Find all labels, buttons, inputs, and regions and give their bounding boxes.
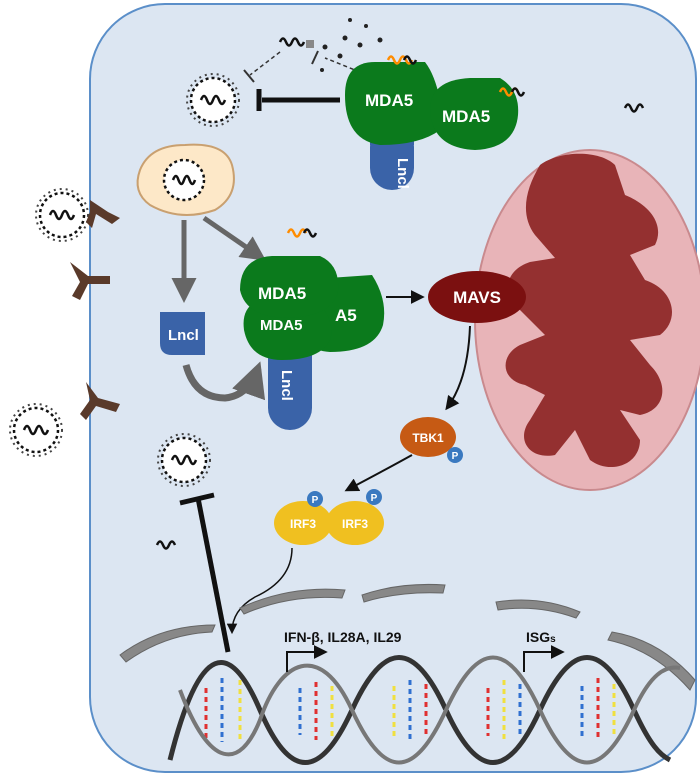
mda5-hidden-label: MDA5 [260, 317, 303, 334]
mavs-icon: MAVS [428, 271, 526, 323]
arrow-tbk1-irf3 [344, 454, 413, 492]
inhibit-virus-bottom [179, 492, 231, 653]
mda5-label: MDA5 [442, 107, 490, 126]
phospho-label: P [371, 493, 378, 504]
receptor-icon [80, 382, 120, 420]
inhibit-virus-top [256, 89, 340, 111]
virus-icon [186, 73, 240, 127]
lncl-icon: Lncl [160, 312, 205, 355]
dna-helix-icon [167, 655, 681, 765]
rna-icon [278, 37, 314, 48]
lncl-label: Lncl [394, 158, 411, 189]
gene-label-isgs: ISGs [526, 629, 556, 645]
phospho-label: P [452, 451, 459, 462]
mda5-complex-mid: MDA5 MDA5 A5 Lncl [240, 256, 385, 430]
lncl-label: Lncl [278, 370, 295, 401]
promoter-arrow-right [523, 645, 565, 672]
irf3-dimer-icon: IRF3 IRF3 P P [274, 489, 384, 545]
receptor-icon [70, 262, 110, 300]
tbk1-label: TBK1 [412, 431, 444, 445]
arrow-mavs-tbk1 [445, 325, 471, 411]
mda5-partial-label: A5 [335, 306, 357, 325]
irf3-label: IRF3 [342, 517, 368, 531]
rna-icon [286, 228, 318, 238]
gene-label-ifn: IFN-β, IL28A, IL29 [284, 629, 402, 645]
lncl-label: Lncl [168, 327, 199, 344]
phospho-label: P [312, 495, 319, 506]
mda5-label: MDA5 [258, 284, 306, 303]
promoter-arrow-left [286, 645, 328, 672]
virus-icon [9, 403, 63, 457]
irf3-label: IRF3 [290, 517, 316, 531]
nuclear-envelope [119, 583, 696, 691]
mavs-label: MAVS [453, 288, 501, 307]
rna-icon [386, 55, 526, 97]
arrow-endosome-mda5 [202, 215, 267, 261]
receptor-icon [86, 200, 120, 228]
arrow-irf3-nucleus [226, 547, 293, 635]
rna-icon [155, 540, 177, 550]
inhibit-dashed [243, 50, 361, 83]
gene-label-isgs-sub: s [550, 634, 556, 645]
rna-fragments [320, 18, 383, 72]
tbk1-icon: TBK1 P [400, 417, 463, 463]
arrow-lncl-complex [182, 361, 266, 402]
rna-icon [623, 103, 645, 113]
virus-icon [35, 188, 89, 242]
mda5-label: MDA5 [365, 91, 413, 110]
mda5-complex-top: MDA5 MDA5 Lncl [345, 62, 519, 190]
gene-label-isgs-main: ISG [526, 629, 550, 645]
virus-icon [157, 433, 211, 487]
endosome-icon [136, 143, 235, 216]
mitochondrion-icon [474, 149, 700, 491]
